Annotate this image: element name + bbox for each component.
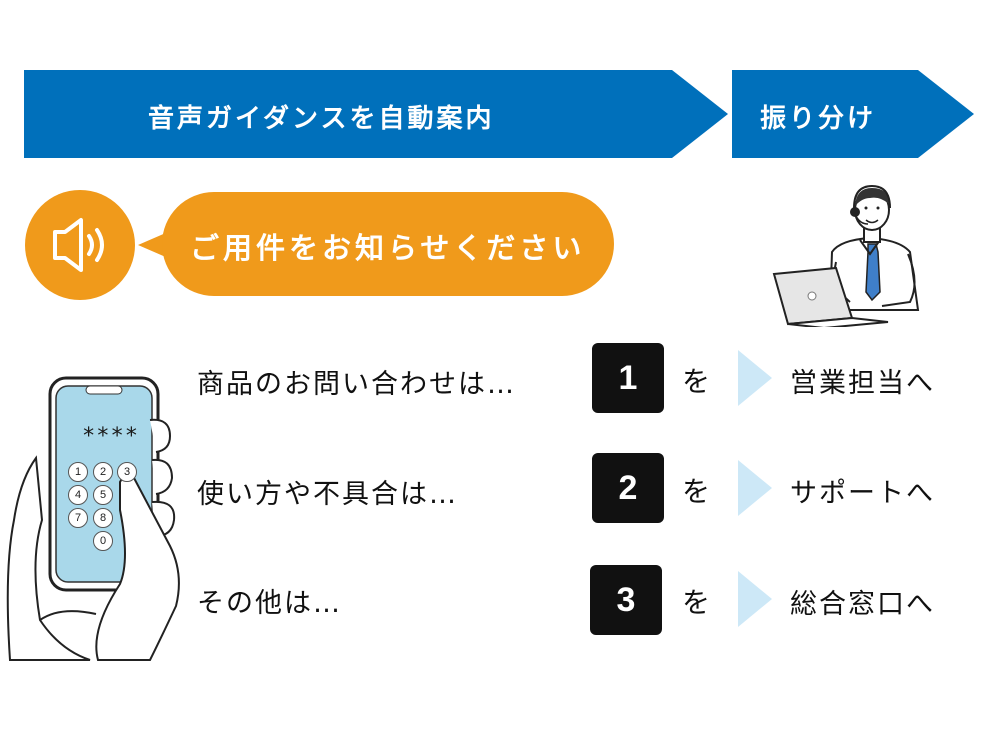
option-1-destination: 営業担当へ bbox=[790, 368, 935, 399]
hand-phone-illustration bbox=[6, 376, 180, 661]
key-2[interactable]: 2 bbox=[93, 462, 113, 482]
banner-sub-label: 振り分け bbox=[760, 104, 877, 134]
option-1-arrow-icon bbox=[738, 350, 772, 406]
option-2-label: 使い方や不具合は… bbox=[197, 479, 458, 510]
key-3[interactable]: 3 bbox=[117, 462, 137, 482]
option-2-arrow-icon bbox=[738, 460, 772, 516]
option-1-number: 1 bbox=[592, 343, 664, 413]
banner-main-label: 音声ガイダンスを自動案内 bbox=[148, 104, 495, 134]
option-3-label: その他は… bbox=[197, 588, 342, 619]
key-4[interactable]: 4 bbox=[68, 485, 88, 505]
option-2-destination: サポートへ bbox=[790, 478, 935, 509]
key-1[interactable]: 1 bbox=[68, 462, 88, 482]
option-3-arrow-icon bbox=[738, 571, 772, 627]
banner-main-arrow bbox=[24, 70, 728, 158]
option-2-number: 2 bbox=[592, 453, 664, 523]
operator-icon bbox=[772, 184, 920, 327]
option-3-number: 3 bbox=[590, 565, 662, 635]
key-5[interactable]: 5 bbox=[93, 485, 113, 505]
option-1-particle: を bbox=[682, 365, 711, 398]
guidance-message: ご用件をお知らせください bbox=[190, 231, 586, 265]
key-8[interactable]: 8 bbox=[93, 508, 113, 528]
phone-display: **** bbox=[82, 424, 139, 449]
banner-sub-arrow bbox=[732, 70, 974, 158]
speaker-icon bbox=[53, 218, 104, 272]
guidance-bubble bbox=[162, 192, 614, 296]
key-7[interactable]: 7 bbox=[68, 508, 88, 528]
option-1-label: 商品のお問い合わせは… bbox=[197, 369, 516, 400]
speaker-badge bbox=[25, 190, 135, 300]
banner-arrows bbox=[24, 70, 974, 158]
option-3-destination: 総合窓口へ bbox=[790, 589, 935, 620]
option-2-particle: を bbox=[682, 475, 711, 508]
option-3-particle: を bbox=[682, 586, 711, 619]
key-0[interactable]: 0 bbox=[93, 531, 113, 551]
bubble-tail bbox=[138, 232, 168, 258]
